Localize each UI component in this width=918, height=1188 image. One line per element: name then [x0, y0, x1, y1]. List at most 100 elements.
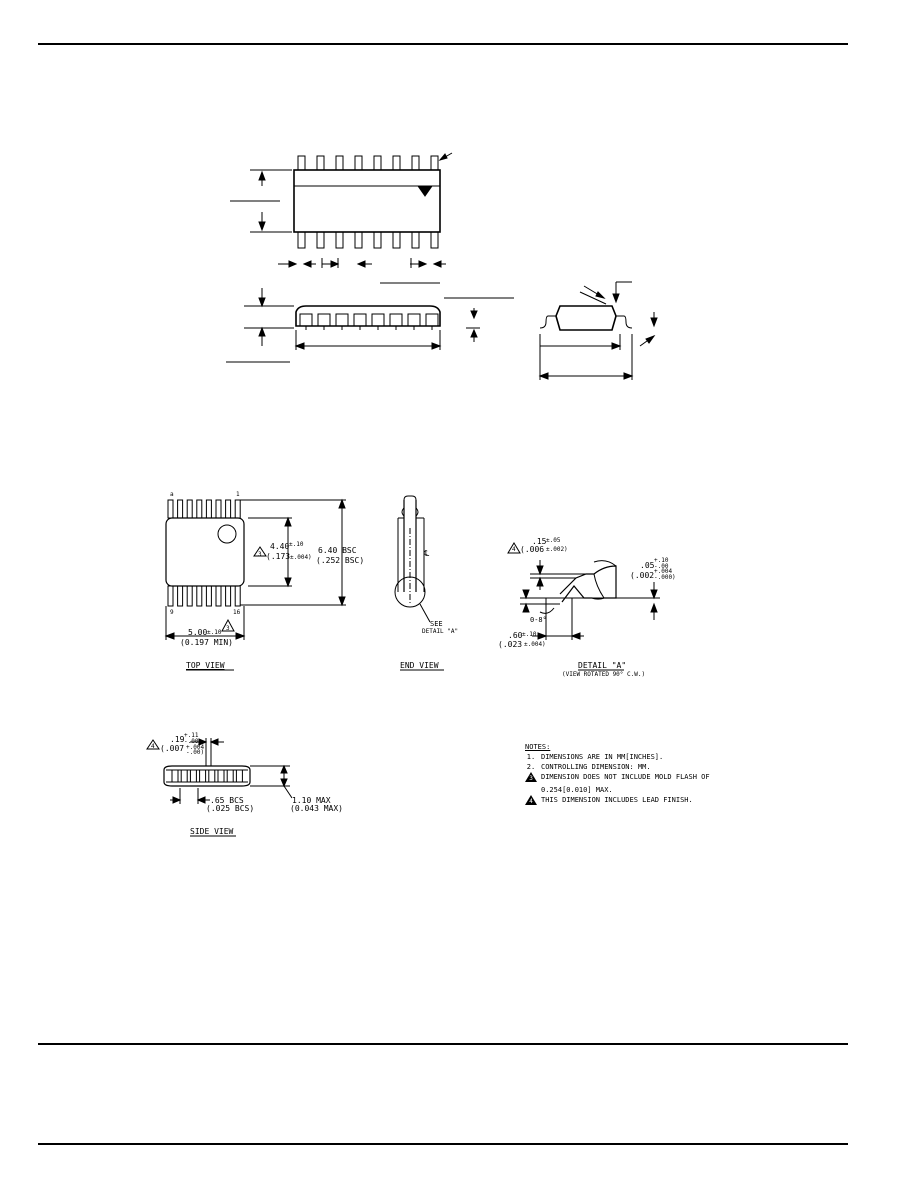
- lead: [316, 231, 325, 249]
- note-4-ref-detail: 4: [512, 546, 516, 553]
- lead: [335, 155, 344, 171]
- lead: [353, 313, 367, 327]
- lead-thickness-tol: ±.05: [546, 537, 561, 544]
- pitch-dim: .65 BCS: [210, 796, 244, 805]
- lead: [189, 769, 197, 783]
- lead: [297, 155, 306, 171]
- foot-angle: 0-8°: [530, 616, 547, 624]
- foot-length-dim: .60: [508, 631, 523, 640]
- lead: [235, 769, 243, 783]
- lead: [335, 313, 349, 327]
- standoff-inch-tol-down: -.000): [654, 574, 676, 581]
- lead: [225, 585, 232, 607]
- lead-width-inch-tol-up: +.004: [186, 744, 204, 751]
- centerline-mark: ℄: [423, 549, 430, 558]
- body-width-dim: 4.40: [270, 542, 289, 551]
- lead: [411, 231, 420, 249]
- lead: [177, 499, 184, 519]
- lead: [167, 585, 174, 607]
- body-width-tol: ±.10: [289, 541, 304, 548]
- side-view: 4 .19 +.11 -.00 (.007 +.004 -.00) .65 BC…: [146, 732, 343, 837]
- note-3-text-continued: 0.254[0.010] MAX.: [541, 786, 613, 794]
- pin-16-label: 16: [233, 609, 241, 616]
- body-width-inch-tol: ±.004): [290, 554, 312, 561]
- overall-width-inch: (.252 BSC): [316, 556, 364, 565]
- notes-heading: NOTES:: [525, 743, 551, 751]
- end-view: ℄ SEE DETAIL "A" END VIEW: [394, 495, 458, 671]
- top-view-label: TOP VIEW: [186, 661, 225, 670]
- see-label: SEE: [430, 620, 443, 628]
- lead: [186, 499, 193, 519]
- lead-width-dim: .19: [170, 735, 185, 744]
- lead: [316, 155, 325, 171]
- pin-a-label: a: [170, 491, 174, 498]
- lead: [392, 155, 401, 171]
- lead: [335, 231, 344, 249]
- side-view-label: SIDE VIEW: [190, 827, 234, 836]
- lead: [425, 313, 439, 327]
- lead: [317, 313, 331, 327]
- detail-a-label: DETAIL "A": [578, 661, 626, 670]
- lead: [171, 769, 179, 783]
- note-4-ref-side: 4: [151, 743, 155, 750]
- lead: [217, 769, 225, 783]
- note-3-icon-width: [221, 618, 235, 632]
- foot-length-inch-tol: ±.004): [524, 641, 546, 648]
- pin-9-label: 9: [170, 609, 174, 616]
- lead: [297, 231, 306, 249]
- note-4-number: 4: [529, 798, 533, 805]
- lead: [299, 313, 313, 327]
- note-1-number: 1.: [526, 753, 536, 761]
- end-view-label: END VIEW: [400, 661, 439, 670]
- lead: [199, 769, 207, 783]
- lead-width-tol-up: +.11: [184, 732, 199, 739]
- lead: [225, 499, 232, 519]
- lead: [234, 499, 241, 519]
- lead: [186, 585, 193, 607]
- note-item: 2. CONTROLLING DIMENSION: MM.: [525, 762, 710, 772]
- bottom-rule: [38, 1143, 848, 1145]
- upper-side-view: [226, 288, 514, 363]
- detail-a: 4 .15 ±.05 (.006 ±.002) .05 +.10 -.00 (.…: [498, 537, 676, 678]
- lead: [354, 231, 363, 249]
- standoff-inch-tol-up: +.004: [654, 568, 672, 575]
- note-item: 3 DIMENSION DOES NOT INCLUDE MOLD FLASH …: [525, 772, 710, 785]
- lead: [411, 155, 420, 171]
- standoff-tol-down: -.00: [654, 563, 669, 570]
- note-3-ref-body: 3: [258, 551, 262, 558]
- note-3-icon: [253, 546, 267, 557]
- upper-end-view: [538, 281, 658, 380]
- height-inch: (0.043 MAX): [290, 804, 343, 813]
- lead: [371, 313, 385, 327]
- pin-1-label: 1: [236, 491, 240, 498]
- lead-thickness-dim: .15: [532, 537, 547, 546]
- lead: [205, 499, 212, 519]
- length-inch: (0.197 MIN): [180, 638, 233, 647]
- lead-thickness-inch: (.006: [520, 545, 544, 554]
- note-2-text: CONTROLLING DIMENSION: MM.: [541, 763, 651, 771]
- lead: [430, 155, 439, 171]
- standoff-inch: (.002: [630, 571, 654, 580]
- lead: [373, 155, 382, 171]
- note-4-icon: [507, 542, 521, 554]
- foot-length-inch: (.023: [498, 640, 522, 649]
- note-4-icon-side: [146, 739, 160, 750]
- lead: [196, 499, 203, 519]
- lead: [180, 769, 188, 783]
- lead: [177, 585, 184, 607]
- note-1-text: DIMENSIONS ARE IN MM[INCHES].: [541, 753, 664, 761]
- note-3-ref-width: 3: [226, 625, 230, 632]
- lead-width-tol-down: -.00: [184, 738, 199, 745]
- lead: [205, 585, 212, 607]
- lead: [407, 313, 421, 327]
- detail-a-sublabel: (VIEW ROTATED 90° C.W.): [562, 671, 645, 678]
- lower-rule: [38, 1043, 848, 1045]
- lead-thickness-inch-tol: ±.002): [546, 546, 568, 553]
- lead: [196, 585, 203, 607]
- note-item: 1. DIMENSIONS ARE IN MM[INCHES].: [525, 752, 710, 762]
- lead: [373, 231, 382, 249]
- note-3-number: 3: [529, 775, 533, 782]
- notes-block: NOTES: 1. DIMENSIONS ARE IN MM[INCHES]. …: [525, 742, 710, 808]
- note-4-triangle-icon: 4: [525, 795, 537, 805]
